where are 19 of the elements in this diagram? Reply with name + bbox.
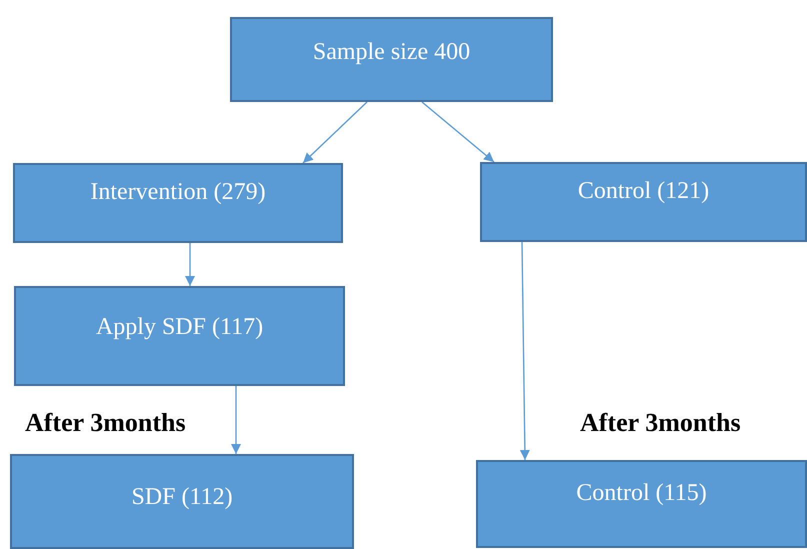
box-label: Control (115) [576,480,707,508]
arrow [520,242,530,460]
arrow [231,386,241,454]
process-box [230,17,553,102]
process-box [13,163,343,243]
box-label: Sample size 400 [312,39,470,67]
process-box [14,286,345,386]
box-label: Control (121) [578,178,710,206]
time-note: After 3months [25,408,186,438]
box-label: SDF (112) [131,484,233,512]
box-label: Intervention (279) [90,179,266,207]
arrow [185,243,195,286]
time-note: After 3months [580,408,741,438]
box-label: Apply SDF (117) [96,314,264,342]
process-box [10,454,354,549]
process-box [480,162,807,242]
process-box [476,460,807,548]
arrow [302,102,368,164]
arrow [422,102,494,162]
